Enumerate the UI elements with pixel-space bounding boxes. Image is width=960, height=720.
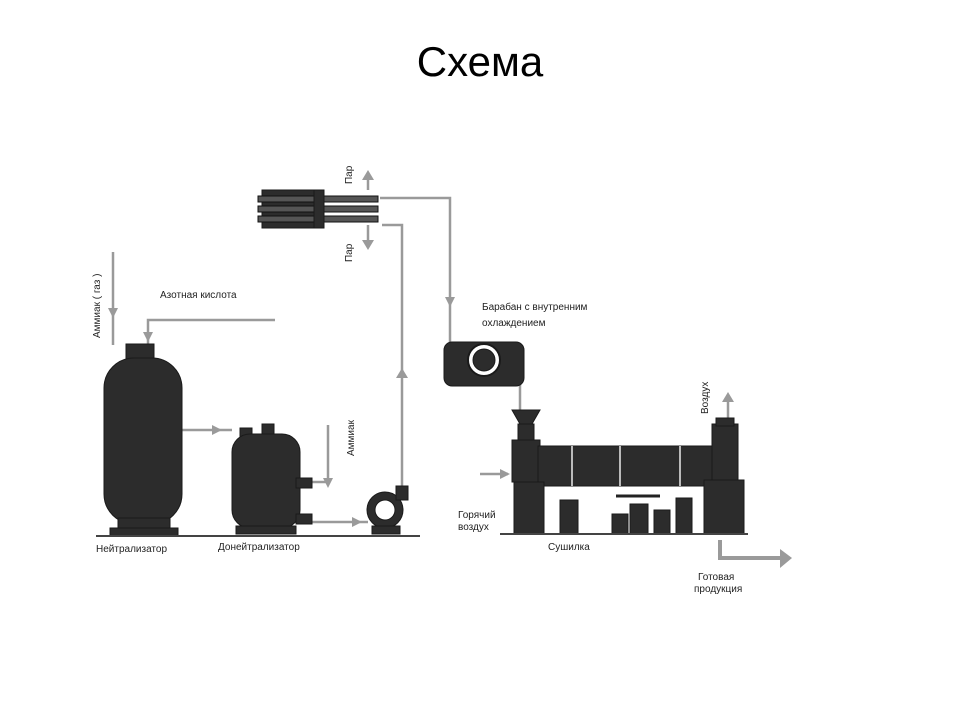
dryer-label: Сушилка (548, 542, 590, 553)
ammonia-label: Аммиак (346, 419, 357, 456)
heat-exchanger (257, 189, 379, 229)
product-pipe (718, 540, 782, 560)
ammonia-gas-label: Аммиак ( газ ) (92, 274, 103, 338)
steam-top-label: Пар (344, 165, 355, 184)
pump-riser-pipe (382, 223, 404, 488)
cooling-drum (443, 341, 525, 387)
arrow-right-icon (212, 425, 222, 435)
nitric-acid-pipe (146, 318, 275, 345)
arrow-up-icon (396, 368, 408, 378)
product-label-line2: продукция (694, 584, 742, 595)
product-label-line1: Готовая (698, 572, 734, 583)
neutralizer-vessel (103, 343, 183, 537)
pump (366, 485, 409, 535)
drum-label-line2: охлаждением (482, 318, 546, 329)
arrow-right-icon (352, 517, 362, 527)
hot-air-label-line1: Горячий (458, 510, 496, 521)
air-label: Воздух (700, 382, 711, 414)
arrow-down-icon (323, 478, 333, 488)
steam-bottom-label: Пар (344, 243, 355, 262)
arrow-down-icon (108, 308, 118, 318)
neutralizer-label: Нейтрализатор (96, 544, 167, 555)
dryer (500, 409, 748, 535)
arrow-right-icon (780, 549, 792, 568)
arrow-right-icon (500, 469, 510, 479)
arrow-down-icon (362, 240, 374, 250)
page-title: Схема (416, 38, 544, 85)
nitric-acid-label: Азотная кислота (160, 290, 237, 301)
drum-label-line1: Барабан с внутренним (482, 301, 588, 313)
doneutralizer-vessel (231, 423, 313, 535)
arrow-up-icon (722, 392, 734, 402)
heater-to-drum-pipe (380, 196, 452, 345)
pipes (108, 170, 792, 568)
ammonia-pipe-2 (312, 425, 330, 484)
arrow-up-icon (362, 170, 374, 180)
doneutralizer-label: Донейтрализатор (218, 542, 300, 553)
arrow-down-icon (445, 297, 455, 307)
arrow-down-icon (143, 332, 153, 342)
hot-air-label-line2: воздух (458, 522, 489, 533)
